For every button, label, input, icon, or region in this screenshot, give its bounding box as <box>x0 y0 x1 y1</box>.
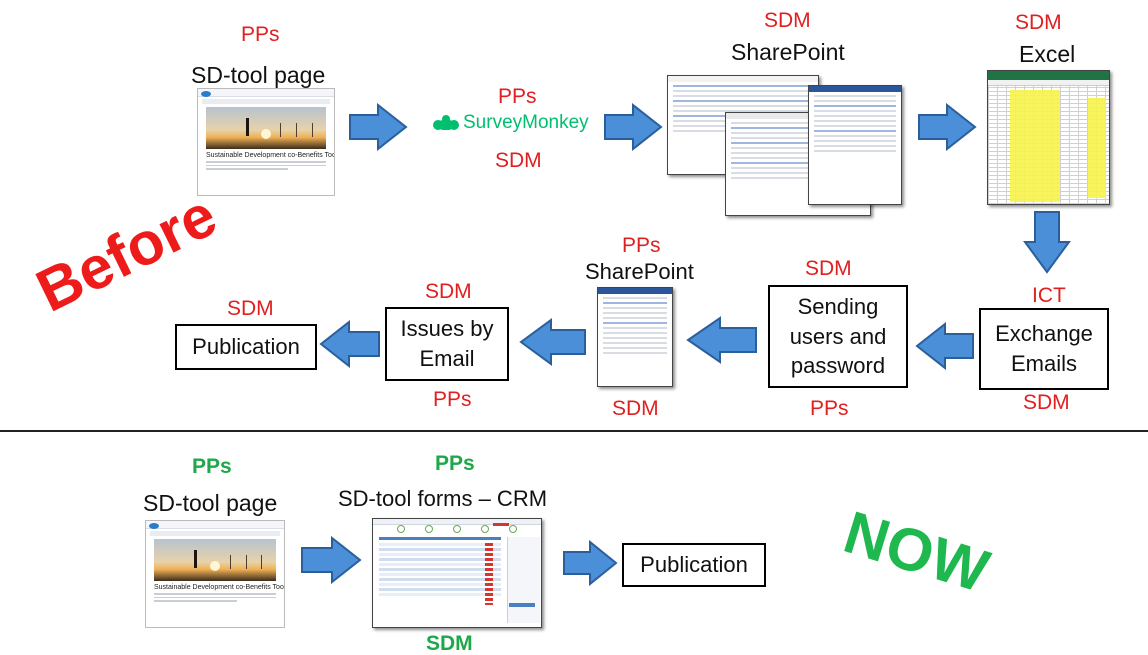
publication-box-now: Publication <box>622 543 766 587</box>
surveymonkey-icon <box>433 115 459 130</box>
step4-role: SDM <box>1015 11 1062 34</box>
sending-users-line3: password <box>790 353 886 379</box>
now-sd-tool-screenshot: Sustainable Development co-Benefits Tool <box>145 520 285 628</box>
surveymonkey-wordmark: SurveyMonkey <box>463 112 589 133</box>
arrow-down <box>1023 211 1071 274</box>
step7-role: PPs <box>622 234 661 257</box>
step4-title: Excel <box>1019 41 1076 67</box>
arrow-left-6 <box>519 318 586 366</box>
now-arrow-1 <box>301 536 362 584</box>
step7-role-bottom: SDM <box>612 397 659 420</box>
step5-role-bottom: SDM <box>1023 391 1070 414</box>
exchange-emails-line2: Emails <box>1010 351 1077 376</box>
step3-role: SDM <box>764 9 811 32</box>
sending-users-box: Sending users and password <box>768 285 908 388</box>
issues-by-email-box: Issues by Email <box>385 307 509 381</box>
exchange-emails-line1: Exchange <box>995 321 1093 347</box>
arrow-right-2 <box>604 103 663 151</box>
issues-line2: Email <box>419 346 475 371</box>
arrow-left-5 <box>686 316 757 364</box>
crm-forms-screenshot <box>372 518 542 628</box>
step8-role-bottom: PPs <box>433 388 472 411</box>
sd-tool-screenshot: Sustainable Development co-Benefits Tool <box>197 88 335 196</box>
surveymonkey-logo: SurveyMonkey <box>432 112 589 134</box>
step5-role-top: ICT <box>1032 284 1066 307</box>
step3-title: SharePoint <box>731 39 845 65</box>
now-step1-role: PPs <box>192 455 232 478</box>
now-sd-tool-heading: Sustainable Development co-Benefits Tool <box>154 584 285 592</box>
step1-role: PPs <box>241 23 280 46</box>
arrow-right-3 <box>918 103 977 151</box>
sd-tool-heading: Sustainable Development co-Benefits Tool <box>206 152 335 160</box>
excel-screenshot <box>987 70 1110 205</box>
arrow-left-4 <box>915 322 974 370</box>
sharepoint-small-screenshot <box>597 287 673 387</box>
arrow-right-1 <box>349 103 408 151</box>
step2-role-top: PPs <box>498 85 537 108</box>
section-divider <box>0 430 1148 432</box>
step1-title: SD-tool page <box>191 62 326 88</box>
now-arrow-2 <box>563 540 618 586</box>
sending-users-line1: Sending <box>797 293 879 319</box>
step2-role-bottom: SDM <box>495 149 542 172</box>
now-step1-title: SD-tool page <box>143 490 278 516</box>
issues-line1: Issues by <box>400 316 494 342</box>
arrow-left-7 <box>319 320 380 368</box>
step6-role-top: SDM <box>805 257 852 280</box>
now-label: NOW <box>836 498 997 606</box>
now-step2-role-bottom: SDM <box>426 632 473 655</box>
sharepoint-screenshot-front <box>808 85 902 205</box>
now-step2-role: PPs <box>435 452 475 475</box>
sending-users-line2: users and <box>789 323 887 349</box>
step8-role-top: SDM <box>425 280 472 303</box>
publication-box-before: Publication <box>175 324 317 370</box>
before-label: Before <box>26 181 227 325</box>
step9-role: SDM <box>227 297 274 320</box>
now-step2-title: SD-tool forms – CRM <box>338 486 548 511</box>
step7-title: SharePoint <box>585 259 694 284</box>
step6-role-bottom: PPs <box>810 397 849 420</box>
